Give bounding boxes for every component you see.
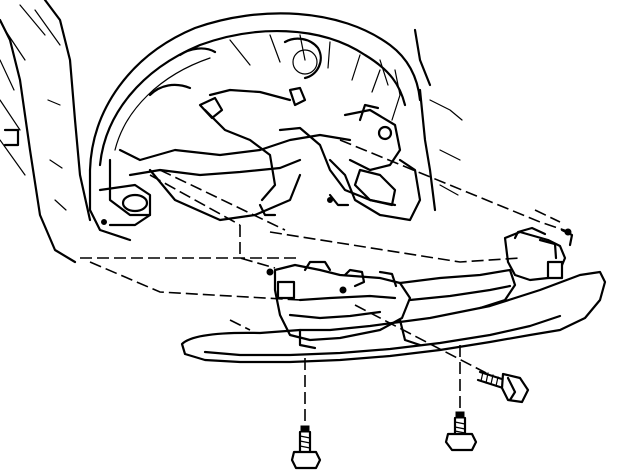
side-bolt [476,370,530,404]
body-side-panel [0,0,92,264]
bracket-fasteners [101,197,572,294]
alignment-leader-lines [80,139,571,432]
running-board-step [180,260,607,364]
wheelhouse-liner [88,12,422,217]
frame-rails [88,28,463,242]
lower-bolt-right [444,411,478,452]
lower-bolt-left [290,425,322,470]
mounting-bracket [503,226,574,282]
